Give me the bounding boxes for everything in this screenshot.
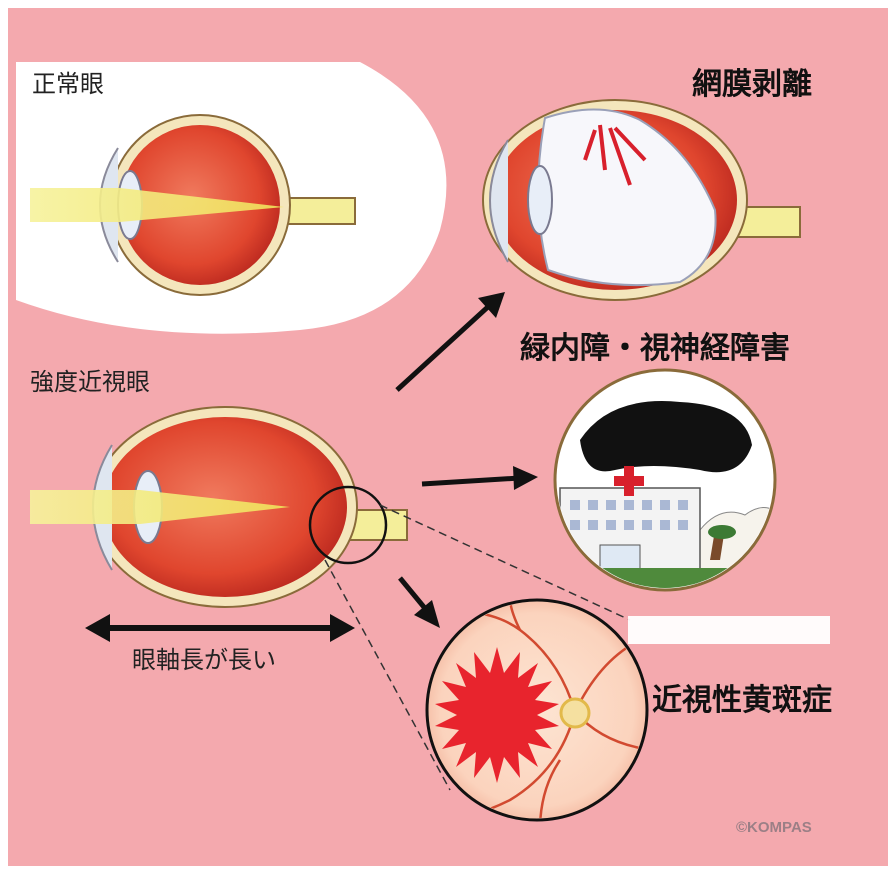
label-normal-eye: 正常眼 bbox=[32, 72, 104, 96]
label-axial-length: 眼軸長が長い bbox=[132, 648, 276, 672]
label-myopic-maculopathy: 近視性黄斑症 bbox=[652, 686, 832, 716]
optic-disc bbox=[561, 699, 589, 727]
label-retinal-detachment: 網膜剥離 bbox=[692, 70, 812, 100]
credit-text: ©KOMPAS bbox=[736, 820, 812, 835]
optic-nerve bbox=[280, 198, 355, 224]
label-high-myopia-eye: 強度近視眼 bbox=[30, 370, 150, 394]
label-backdrop bbox=[628, 616, 830, 644]
label-glaucoma: 緑内障・視神経障害 bbox=[520, 334, 790, 364]
